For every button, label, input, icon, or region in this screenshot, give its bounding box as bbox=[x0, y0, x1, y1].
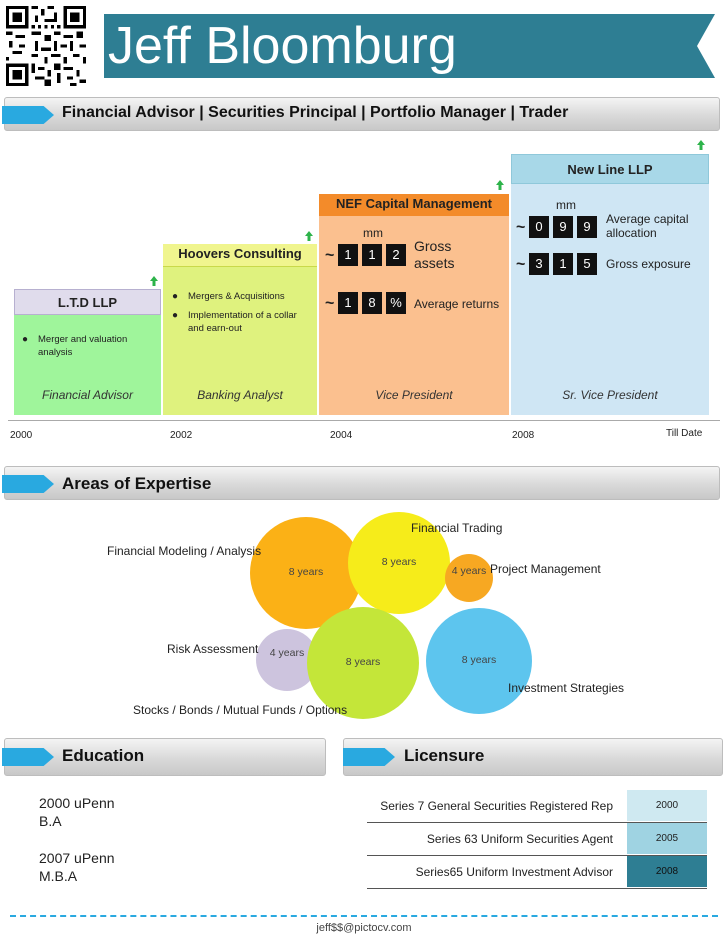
company-newline: New Line LLP bbox=[511, 154, 709, 184]
unit-newline: mm bbox=[556, 198, 576, 212]
name-title: Jeff Bloomburg bbox=[108, 17, 457, 75]
company-nef: NEF Capital Management bbox=[319, 194, 509, 216]
expertise-bubble bbox=[307, 607, 419, 719]
company-ltd: L.T.D LLP bbox=[14, 289, 161, 315]
expertise-bubble bbox=[445, 554, 493, 602]
bubble-years: 8 years bbox=[345, 656, 381, 668]
digit: 9 bbox=[577, 216, 597, 238]
digit: 3 bbox=[529, 253, 549, 275]
name-banner bbox=[104, 14, 715, 78]
list-item: ●Mergers & Acquisitions bbox=[172, 291, 285, 302]
license-row: Series65 Uniform Investment Advisor 2008 bbox=[367, 856, 707, 889]
up-arrow-icon bbox=[496, 180, 504, 190]
digit: 9 bbox=[553, 216, 573, 238]
expertise-bubble bbox=[426, 608, 532, 714]
bubble-years: 8 years bbox=[381, 556, 417, 568]
year-label: 2002 bbox=[170, 430, 193, 441]
bullets-hoovers: ●Mergers & Acquisitions ●Implementation … bbox=[170, 290, 312, 341]
list-item: ●Merger and valuation analysis bbox=[22, 334, 128, 358]
education-line: 2007 uPenn bbox=[39, 850, 115, 866]
bubble-years: 8 years bbox=[288, 566, 324, 578]
licensure-bar bbox=[343, 738, 723, 776]
tilde: ~ bbox=[516, 219, 526, 236]
bubble-years: 4 years bbox=[451, 565, 487, 577]
arrow-icon bbox=[343, 748, 395, 766]
arrow-icon bbox=[2, 475, 54, 493]
capital-allocation-label: Average capital allocation bbox=[606, 212, 689, 240]
bubble-years: 4 years bbox=[269, 647, 305, 659]
bullets-ltd: ●Merger and valuation analysis bbox=[20, 333, 150, 365]
up-arrow-icon bbox=[697, 140, 705, 150]
tilde: ~ bbox=[325, 295, 335, 312]
area-label: Risk Assessment bbox=[167, 642, 259, 656]
tilde: ~ bbox=[516, 256, 526, 273]
digit: 5 bbox=[577, 253, 597, 275]
digit: 8 bbox=[362, 292, 382, 314]
job-titles: Financial Advisor | Securities Principal… bbox=[62, 104, 569, 121]
year-label: 2008 bbox=[512, 430, 535, 441]
area-label: Investment Strategies bbox=[508, 681, 625, 695]
digit: % bbox=[386, 292, 406, 314]
year-label: Till Date bbox=[666, 428, 703, 439]
licensure-title: Licensure bbox=[404, 746, 485, 765]
footer-email[interactable]: jeff$$@pictocv.com bbox=[316, 922, 412, 934]
year-label: 2000 bbox=[10, 430, 33, 441]
license-name: Series65 Uniform Investment Advisor bbox=[415, 865, 613, 879]
career-block-hoovers bbox=[163, 244, 317, 415]
role-nef: Vice President bbox=[375, 388, 453, 402]
title-bar bbox=[4, 97, 720, 131]
bubble-years: 8 years bbox=[461, 654, 497, 666]
average-returns-label: Average returns bbox=[414, 297, 500, 311]
year-label: 2004 bbox=[330, 430, 353, 441]
license-year: 2005 bbox=[627, 823, 707, 854]
education-title: Education bbox=[62, 746, 145, 765]
education-entry: 2007 uPenn M.B.A bbox=[39, 849, 115, 885]
unit-nef: mm bbox=[363, 226, 383, 240]
list-item: ●Implementation of a collar and earn-out bbox=[172, 310, 297, 334]
digit: 1 bbox=[362, 244, 382, 266]
education-entry: 2000 uPenn B.A bbox=[39, 794, 115, 830]
expertise-title: Areas of Expertise bbox=[62, 474, 212, 493]
arrow-icon bbox=[2, 106, 54, 124]
license-name: Series 7 General Securities Registered R… bbox=[380, 799, 613, 813]
gross-assets-label: Gross assets bbox=[414, 238, 455, 271]
expertise-bubble bbox=[348, 512, 450, 614]
digit: 1 bbox=[338, 292, 358, 314]
education-line: M.B.A bbox=[39, 868, 78, 884]
digit: 1 bbox=[338, 244, 358, 266]
timeline-line bbox=[8, 420, 720, 421]
gross-exposure-label: Gross exposure bbox=[606, 257, 691, 271]
area-label: Financial Modeling / Analysis bbox=[107, 544, 262, 558]
digit: 0 bbox=[529, 216, 549, 238]
license-year: 2000 bbox=[627, 790, 707, 821]
tilde: ~ bbox=[325, 247, 335, 264]
license-name: Series 63 Uniform Securities Agent bbox=[426, 832, 613, 846]
career-block-newline bbox=[511, 154, 709, 415]
footer-divider bbox=[10, 915, 718, 917]
role-hoovers: Banking Analyst bbox=[197, 388, 283, 402]
up-arrow-icon bbox=[305, 231, 313, 241]
area-label: Project Management bbox=[490, 562, 601, 576]
qr-code bbox=[6, 6, 86, 86]
up-arrow-icon bbox=[150, 276, 158, 286]
role-ltd: Financial Advisor bbox=[42, 388, 133, 402]
license-row: Series 63 Uniform Securities Agent 2005 bbox=[367, 823, 707, 856]
digit: 1 bbox=[553, 253, 573, 275]
education-line: 2000 uPenn bbox=[39, 795, 115, 811]
license-year: 2008 bbox=[627, 856, 707, 887]
education-line: B.A bbox=[39, 813, 62, 829]
arrow-icon bbox=[2, 748, 54, 766]
digit: 2 bbox=[386, 244, 406, 266]
area-label: Stocks / Bonds / Mutual Funds / Options bbox=[133, 703, 348, 717]
company-hoovers: Hoovers Consulting bbox=[163, 244, 317, 267]
role-newline: Sr. Vice President bbox=[562, 388, 658, 402]
license-row: Series 7 General Securities Registered R… bbox=[367, 790, 707, 823]
education-bar bbox=[4, 738, 326, 776]
expertise-bar bbox=[4, 466, 720, 500]
area-label: Financial Trading bbox=[411, 521, 503, 535]
